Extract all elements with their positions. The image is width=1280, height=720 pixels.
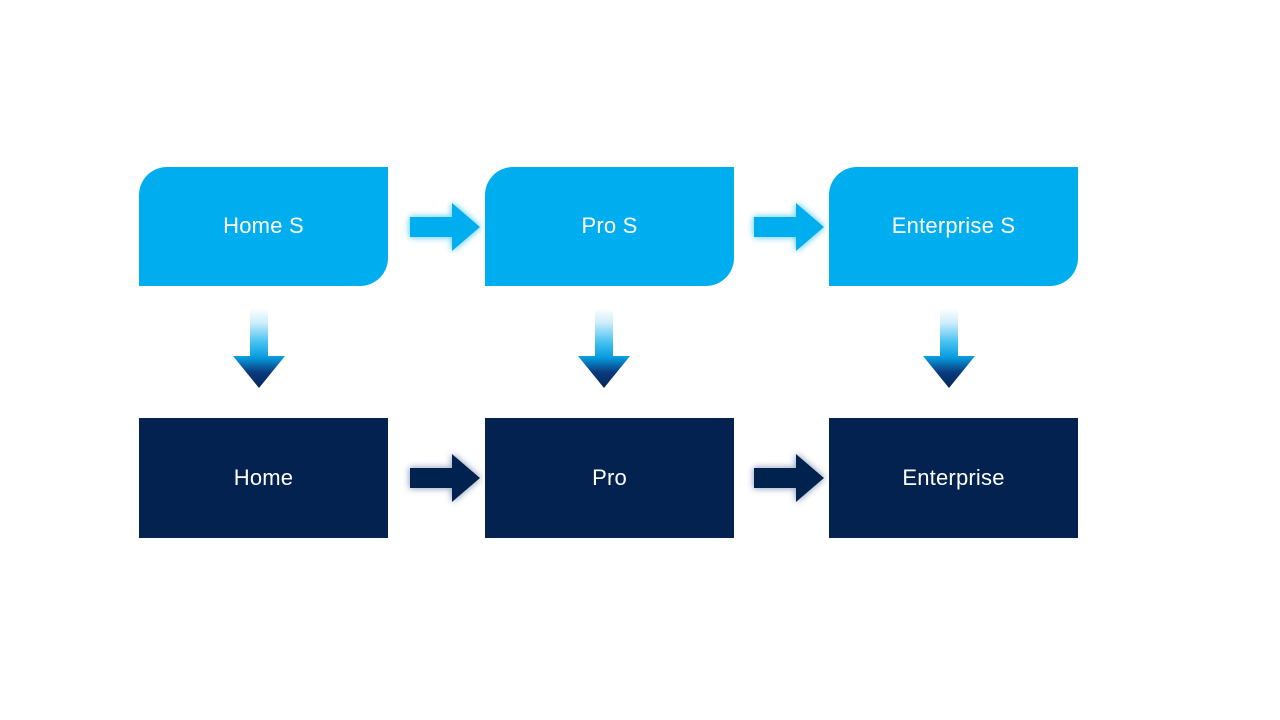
node-label: Enterprise S	[891, 213, 1016, 239]
product-arrow-right-2-icon	[754, 454, 826, 502]
down-arrow-3-icon	[923, 308, 975, 388]
node-enterprise[interactable]: Enterprise	[829, 418, 1078, 538]
node-home-s[interactable]: Home S	[139, 167, 388, 286]
down-arrow-2-icon	[578, 308, 630, 388]
node-label: Pro S	[581, 213, 638, 239]
product-arrow-right-1-icon	[410, 454, 482, 502]
node-enterprise-s[interactable]: Enterprise S	[829, 167, 1078, 286]
node-pro[interactable]: Pro	[485, 418, 734, 538]
node-label: Pro	[592, 464, 627, 490]
service-arrow-right-2-icon	[754, 203, 826, 251]
node-label: Home S	[223, 213, 304, 239]
node-label: Home	[233, 464, 294, 490]
node-pro-s[interactable]: Pro S	[485, 167, 734, 286]
service-arrow-right-1-icon	[410, 203, 482, 251]
down-arrow-1-icon	[233, 308, 285, 388]
node-home[interactable]: Home	[139, 418, 388, 538]
node-label: Enterprise	[902, 464, 1005, 490]
